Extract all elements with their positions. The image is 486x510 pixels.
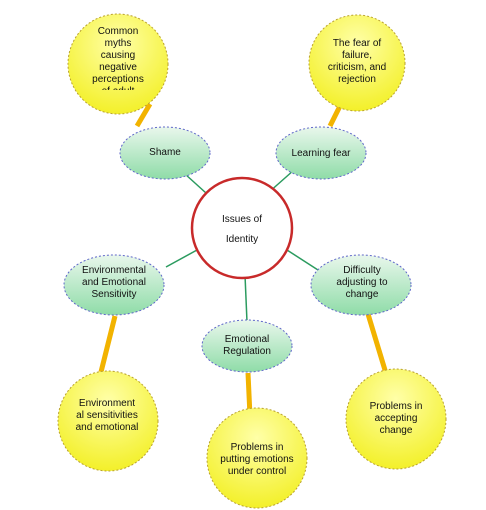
node-env-sensitivities[interactable] xyxy=(57,370,159,472)
connector-center-regulation xyxy=(244,274,248,323)
connector-center-difficulty xyxy=(286,249,319,271)
accepting-change-label: Problems in accepting change xyxy=(369,401,423,436)
center-label-line2: Identity xyxy=(225,234,259,245)
connector-difficulty-accepting xyxy=(365,313,391,381)
center-label: Issues of Identity xyxy=(202,210,282,250)
connector-env-sensitivities xyxy=(98,315,118,373)
node-shame[interactable] xyxy=(119,126,211,180)
fear-failure-label: The fear of failure, criticism, and reje… xyxy=(327,38,387,85)
node-learning-fear[interactable] xyxy=(275,126,367,180)
node-center-identity[interactable] xyxy=(190,176,294,280)
shame-label: Shame xyxy=(149,147,181,158)
node-difficulty[interactable] xyxy=(310,254,412,316)
node-fear-failure[interactable] xyxy=(308,14,406,112)
env-sensitivities-label: Environment al sensitivities and emotion… xyxy=(75,398,139,433)
connector-shame-myths xyxy=(134,102,153,128)
node-emotional-regulation[interactable] xyxy=(201,319,293,373)
emotional-regulation-label: Emotional Regulation xyxy=(223,334,271,357)
putting-emotions-label: Problems in putting emotions under contr… xyxy=(220,442,294,477)
node-environmental[interactable] xyxy=(63,254,165,316)
node-accepting-change[interactable] xyxy=(345,368,447,470)
connector-center-shame xyxy=(184,173,207,194)
node-putting-emotions[interactable] xyxy=(206,407,308,509)
node-myths[interactable] xyxy=(67,13,169,115)
myths-label: Common myths causing negative perception… xyxy=(92,26,144,90)
learning-fear-label: Learning fear xyxy=(291,148,351,159)
center-label-line1: Issues of xyxy=(221,214,263,225)
difficulty-label: Difficulty adjusting to change xyxy=(336,265,388,300)
environmental-label: Environmental and Emotional Sensitivity xyxy=(82,265,146,300)
connector-center-environmental xyxy=(165,249,198,268)
